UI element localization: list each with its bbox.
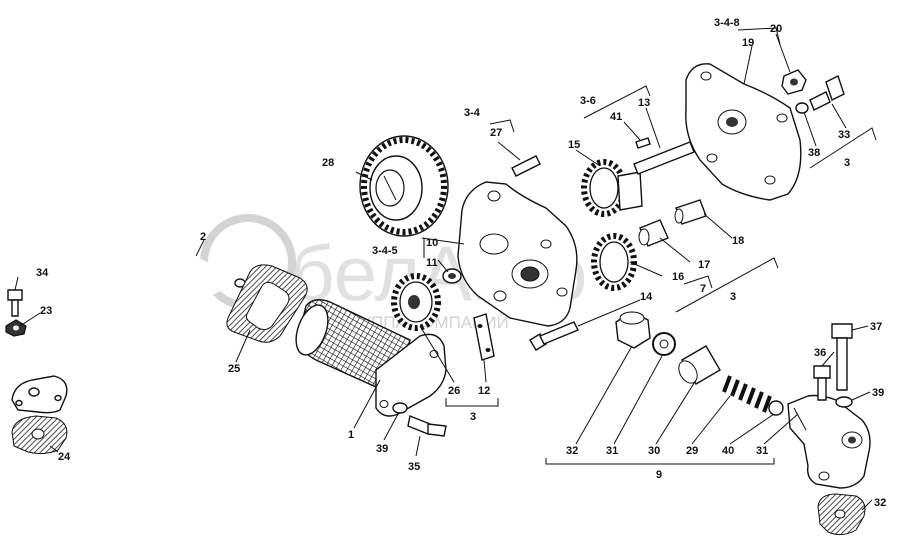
label-part-40: 40 [722, 445, 734, 457]
label-part-18: 18 [732, 235, 744, 247]
label-part-10: 10 [426, 237, 438, 249]
label-part-30: 32 [566, 445, 578, 457]
gear-15 [581, 159, 643, 217]
label-part-15: 15 [568, 139, 580, 151]
plug-28 [678, 345, 721, 385]
label-part-16: 16 [672, 271, 684, 283]
pin-25 [511, 155, 541, 177]
gasket-22 [11, 415, 68, 455]
label-part-32: 32 [874, 497, 886, 509]
lock-washer-21 [5, 319, 27, 337]
label-part-39b: 39 [872, 387, 884, 399]
label-group-3-plate: 3 [470, 411, 476, 423]
ball-40 [768, 400, 784, 416]
label-part-36: 36 [814, 347, 826, 359]
label-part-35: 35 [408, 461, 420, 473]
leader-lines [14, 27, 877, 511]
valve-housing-31 [787, 394, 871, 489]
nut-30 [615, 311, 651, 349]
label-part-13: 13 [638, 97, 650, 109]
gasket-32 [817, 493, 866, 536]
label-part-38: 38 [808, 147, 820, 159]
lock-plate-12 [473, 313, 495, 361]
drive-gear-26 [359, 135, 449, 237]
label-part-11: 11 [426, 257, 438, 269]
label-part-20: 20 [770, 23, 782, 35]
label-part-1: 1 [348, 429, 354, 441]
bolt-37 [831, 323, 853, 391]
washer-29 [652, 332, 676, 356]
label-group-3-4-5: 3-4-5 [372, 245, 398, 257]
label-part-17: 17 [698, 259, 710, 271]
label-part-22: 24 [58, 451, 71, 463]
spring-27 [722, 375, 772, 413]
shaft-13 [633, 141, 695, 175]
gear-24 [391, 273, 441, 331]
label-part-9: 9 [656, 469, 662, 481]
bushing-17 [638, 219, 669, 247]
label-part-24: 26 [448, 385, 460, 397]
bushing-18 [674, 199, 707, 225]
label-part-31: 31 [756, 445, 768, 457]
label-part-33: 33 [838, 129, 850, 141]
label-part-19: 19 [742, 37, 754, 49]
label-part-27: 29 [686, 445, 698, 457]
label-part-39a: 39 [376, 443, 388, 455]
pump-body [457, 181, 578, 327]
label-part-23: 25 [228, 363, 240, 375]
washer-39b [835, 396, 853, 408]
oil-strainer [295, 299, 447, 417]
group-labels: 3-4-8 3-6 3-4 3-4-5 3 3 3 7 [372, 17, 850, 423]
label-part-34: 34 [36, 267, 49, 279]
label-group-3-cover: 3 [844, 157, 850, 169]
label-group-7: 7 [700, 283, 706, 295]
bolt-14 [529, 321, 579, 351]
label-part-41: 41 [610, 111, 622, 123]
label-group-3-4: 3-4 [464, 107, 481, 119]
washer-39a [392, 402, 408, 414]
bolt-33 [809, 75, 845, 111]
pump-cover-19 [685, 63, 802, 201]
bolt-34 [7, 289, 23, 317]
label-part-12: 12 [478, 385, 490, 397]
label-part-29: 31 [606, 445, 618, 457]
label-part-21: 23 [40, 305, 52, 317]
label-group-3-4-8: 3-4-8 [714, 17, 740, 29]
oil-pipe [11, 254, 246, 414]
part-labels: 34 23 2 24 25 1 39 35 28 10 11 26 12 27 … [36, 23, 886, 509]
label-part-25: 27 [490, 127, 502, 139]
nut-20 [781, 69, 807, 95]
label-group-3-6: 3-6 [580, 95, 596, 107]
bolt-36 [813, 365, 831, 401]
gear-16 [591, 233, 637, 291]
label-group-3-bolt: 3 [730, 291, 736, 303]
bolt-35 [407, 415, 447, 437]
label-part-28: 30 [648, 445, 660, 457]
label-part-2: 2 [200, 231, 206, 243]
key-41 [635, 137, 651, 149]
washer-38 [795, 102, 809, 114]
gasket-23 [226, 264, 308, 343]
label-part-14: 14 [640, 291, 653, 303]
label-part-26: 28 [322, 157, 334, 169]
bushing-11 [442, 268, 462, 284]
label-part-37: 37 [870, 321, 882, 333]
